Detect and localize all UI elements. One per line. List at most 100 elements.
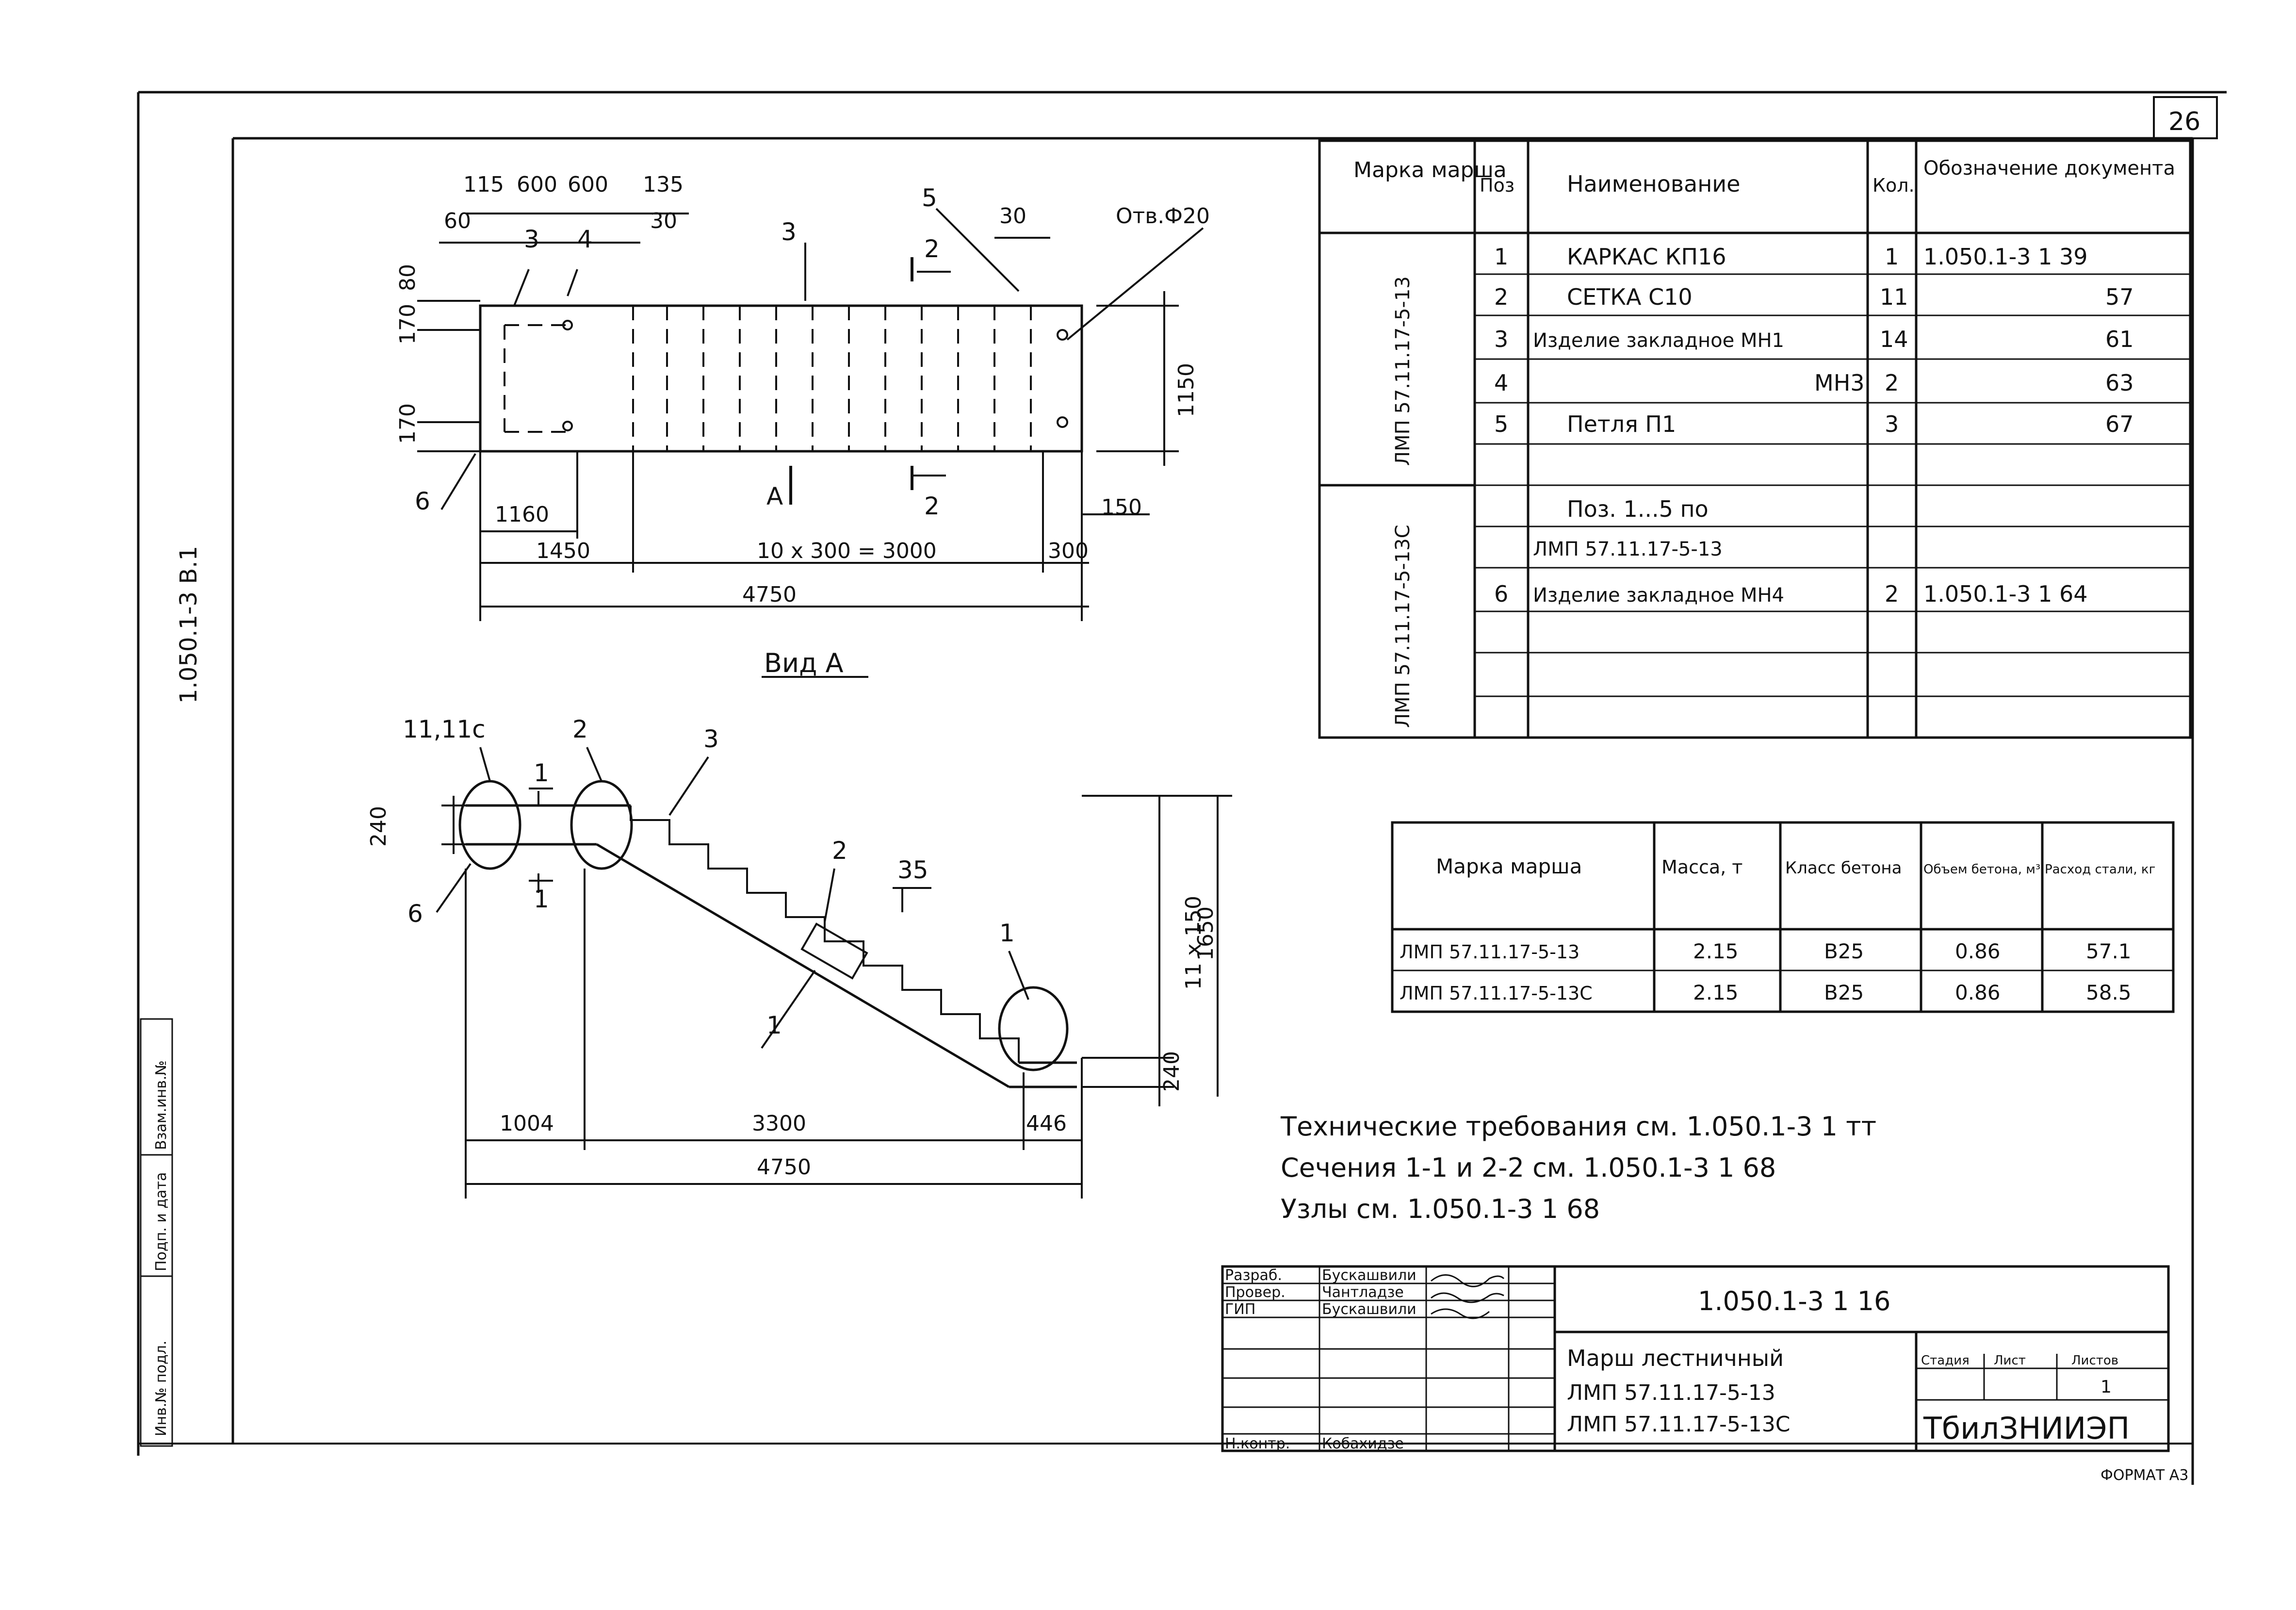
plan-dim-top-2: 600 xyxy=(517,172,557,197)
mass-cell-mark: ЛМП 57.11.17-5-13С xyxy=(1400,983,1593,1004)
note-1: Технические требования см. 1.050.1-3 1 т… xyxy=(1280,1111,1876,1142)
plan-callout-2b: 2 xyxy=(924,492,940,520)
spec-group1-mark: ЛМП 57.11.17-5-13 xyxy=(1392,276,1414,466)
title-code: 1.050.1-3 1 16 xyxy=(1698,1286,1890,1316)
mass-cell-mass: 2.15 xyxy=(1693,939,1739,963)
spec-header-doc: Обозначение документа xyxy=(1923,157,2175,180)
plan-dim-top-4: 135 xyxy=(643,172,684,197)
elev-dim-left: 240 xyxy=(366,806,391,847)
spec-table-headers: Марка марша Поз Наименование Кол. Обозна… xyxy=(1353,157,2175,197)
mass-table-headers: Марка марша Масса, т Класс бетона Объем … xyxy=(1436,854,2155,878)
plan-dim-top-1: 115 xyxy=(463,172,504,197)
mass-row: ЛМП 57.11.17-5-13С 2.15 В25 0.86 58.5 xyxy=(1400,981,2132,1004)
plan-dim-bottom-5: 300 xyxy=(1048,539,1089,563)
mass-cell-volume: 0.86 xyxy=(1955,981,2001,1004)
spec-header-qty: Кол. xyxy=(1873,175,1915,196)
role-1: Разраб. xyxy=(1225,1267,1282,1284)
mass-header-mark: Марка марша xyxy=(1436,854,1582,878)
mass-header-volume: Объем бетона, м³ xyxy=(1923,862,2040,877)
mass-table-grid xyxy=(1391,821,2175,1013)
side-stamp-3: Взам.инв.№ xyxy=(153,1060,170,1150)
plan-dim-height: 1150 xyxy=(1174,363,1199,417)
elev-dim-bottom-1: 1004 xyxy=(500,1111,554,1136)
spec-cell-pos: 4 xyxy=(1494,370,1508,396)
mass-table-rows: ЛМП 57.11.17-5-13 2.15 В25 0.86 57.1 ЛМП… xyxy=(1400,939,2132,1004)
spec-group2-mark: ЛМП 57.11.17-5-13С xyxy=(1392,525,1414,728)
spec-cell-qty: 14 xyxy=(1880,326,1908,352)
note-3: Узлы см. 1.050.1-3 1 68 xyxy=(1281,1194,1600,1224)
spec-row: 6 Изделие закладное МН4 2 1.050.1-3 1 64 xyxy=(1494,581,2088,607)
plan-dim-bottom-3: 1450 xyxy=(536,539,590,563)
plan-callout-3a: 3 xyxy=(524,225,539,253)
elev-callout-6: 6 xyxy=(407,900,423,928)
plan-dim-top-6: 30 xyxy=(999,204,1026,229)
role-4: Н.контр. xyxy=(1225,1435,1290,1452)
title-name-2: ЛМП 57.11.17-5-13 xyxy=(1567,1380,1775,1405)
spec-row: ЛМП 57.11.17-5-13 xyxy=(1533,538,1723,560)
page-number: 26 xyxy=(2168,107,2200,136)
mass-cell-volume: 0.86 xyxy=(1955,939,2001,963)
mass-cell-class: В25 xyxy=(1824,939,1864,963)
elev-dim-height: 1650 xyxy=(1193,906,1218,961)
mass-row: ЛМП 57.11.17-5-13 2.15 В25 0.86 57.1 xyxy=(1400,939,2132,963)
elev-callout-1a: 1 xyxy=(999,919,1015,947)
spec-cell-pos: 1 xyxy=(1494,244,1508,270)
spec-row: 5 Петля П1 3 67 xyxy=(1494,411,2134,437)
elevation-callouts: 11,11с 2 3 2 35 1 1 6 1 1 xyxy=(403,715,1015,1039)
mass-cell-steel: 57.1 xyxy=(2086,939,2132,963)
side-stamp-2: Подп. и дата xyxy=(153,1172,170,1271)
elev-dim-240: 240 xyxy=(1159,1051,1184,1092)
spec-cell-pos: 3 xyxy=(1494,326,1508,352)
plan-dim-bottom-1: 1160 xyxy=(495,502,549,527)
spec-cell-doc: 63 xyxy=(2105,370,2134,396)
plan-callout-3b: 3 xyxy=(781,218,797,246)
side-stamp-1: Инв.№ подл. xyxy=(153,1341,170,1436)
elevation-dimension-labels: 240 11 x 150 1650 240 1004 3300 446 4750 xyxy=(366,806,1218,1180)
plan-callouts: 3 4 3 5 2 2 6 А xyxy=(415,184,940,520)
plan-dim-left-2: 170 xyxy=(395,304,420,345)
spec-cell-qty: 11 xyxy=(1880,284,1908,310)
role-2: Провер. xyxy=(1225,1284,1286,1301)
plan-dim-left-1: 80 xyxy=(395,264,420,291)
person-4: Кобахидзе xyxy=(1322,1435,1404,1452)
spec-cell-name: Поз. 1...5 по xyxy=(1567,496,1709,522)
spec-cell-name: Петля П1 xyxy=(1567,411,1676,437)
sheet-header: Лист xyxy=(1994,1353,2026,1368)
elev-callout-2: 2 xyxy=(572,715,588,743)
spec-row: 4 МН3 2 63 xyxy=(1494,370,2134,396)
plan-callout-5: 5 xyxy=(922,184,937,212)
signature-scribbles xyxy=(1431,1274,1505,1319)
spec-row: 3 Изделие закладное МН1 14 61 xyxy=(1494,326,2134,352)
side-code: 1.050.1-3 В.1 xyxy=(175,546,202,704)
elev-callout-3: 3 xyxy=(703,725,719,753)
title-org: ТбилЗНИИЭП xyxy=(1923,1411,2130,1446)
elev-dim-bottom-3: 446 xyxy=(1026,1111,1067,1136)
plan-dim-bottom-4: 10 x 300 = 3000 xyxy=(757,539,937,563)
elev-callout-35: 35 xyxy=(897,856,928,884)
spec-cell-doc: 67 xyxy=(2105,411,2134,437)
title-block-grid xyxy=(1221,1265,2170,1452)
mass-header-mass: Масса, т xyxy=(1661,856,1742,878)
spec-cell-qty: 3 xyxy=(1885,411,1899,437)
spec-cell-name: КАРКАС КП16 xyxy=(1567,244,1726,270)
spec-row: Поз. 1...5 по xyxy=(1567,496,1709,522)
role-3: ГИП xyxy=(1225,1301,1255,1318)
spec-cell-pos: 5 xyxy=(1494,411,1508,437)
spec-cell-pos: 6 xyxy=(1494,581,1508,607)
sheets-value: 1 xyxy=(2101,1377,2112,1397)
side-stamp xyxy=(140,1018,173,1447)
stage-cells: Стадия Лист Листов 1 xyxy=(1921,1353,2118,1397)
plan-hole-label: Отв.Ф20 xyxy=(1116,204,1210,229)
spec-header-mark: Марка марша xyxy=(1353,158,1507,182)
elev-callout-2b: 2 xyxy=(832,837,847,865)
plan-dim-bottom-2: 150 xyxy=(1101,495,1142,520)
plan-dim-top-7: 30 xyxy=(650,209,677,233)
elev-callout-1c: 1 xyxy=(534,759,549,787)
mass-cell-class: В25 xyxy=(1824,981,1864,1004)
spec-row: 1 КАРКАС КП16 1 1.050.1-3 1 39 xyxy=(1494,244,2088,270)
plan-callout-4: 4 xyxy=(577,225,593,253)
spec-cell-qty: 1 xyxy=(1885,244,1899,270)
spec-cell-name: ЛМП 57.11.17-5-13 xyxy=(1533,538,1723,560)
spec-cell-doc: 61 xyxy=(2105,326,2134,352)
